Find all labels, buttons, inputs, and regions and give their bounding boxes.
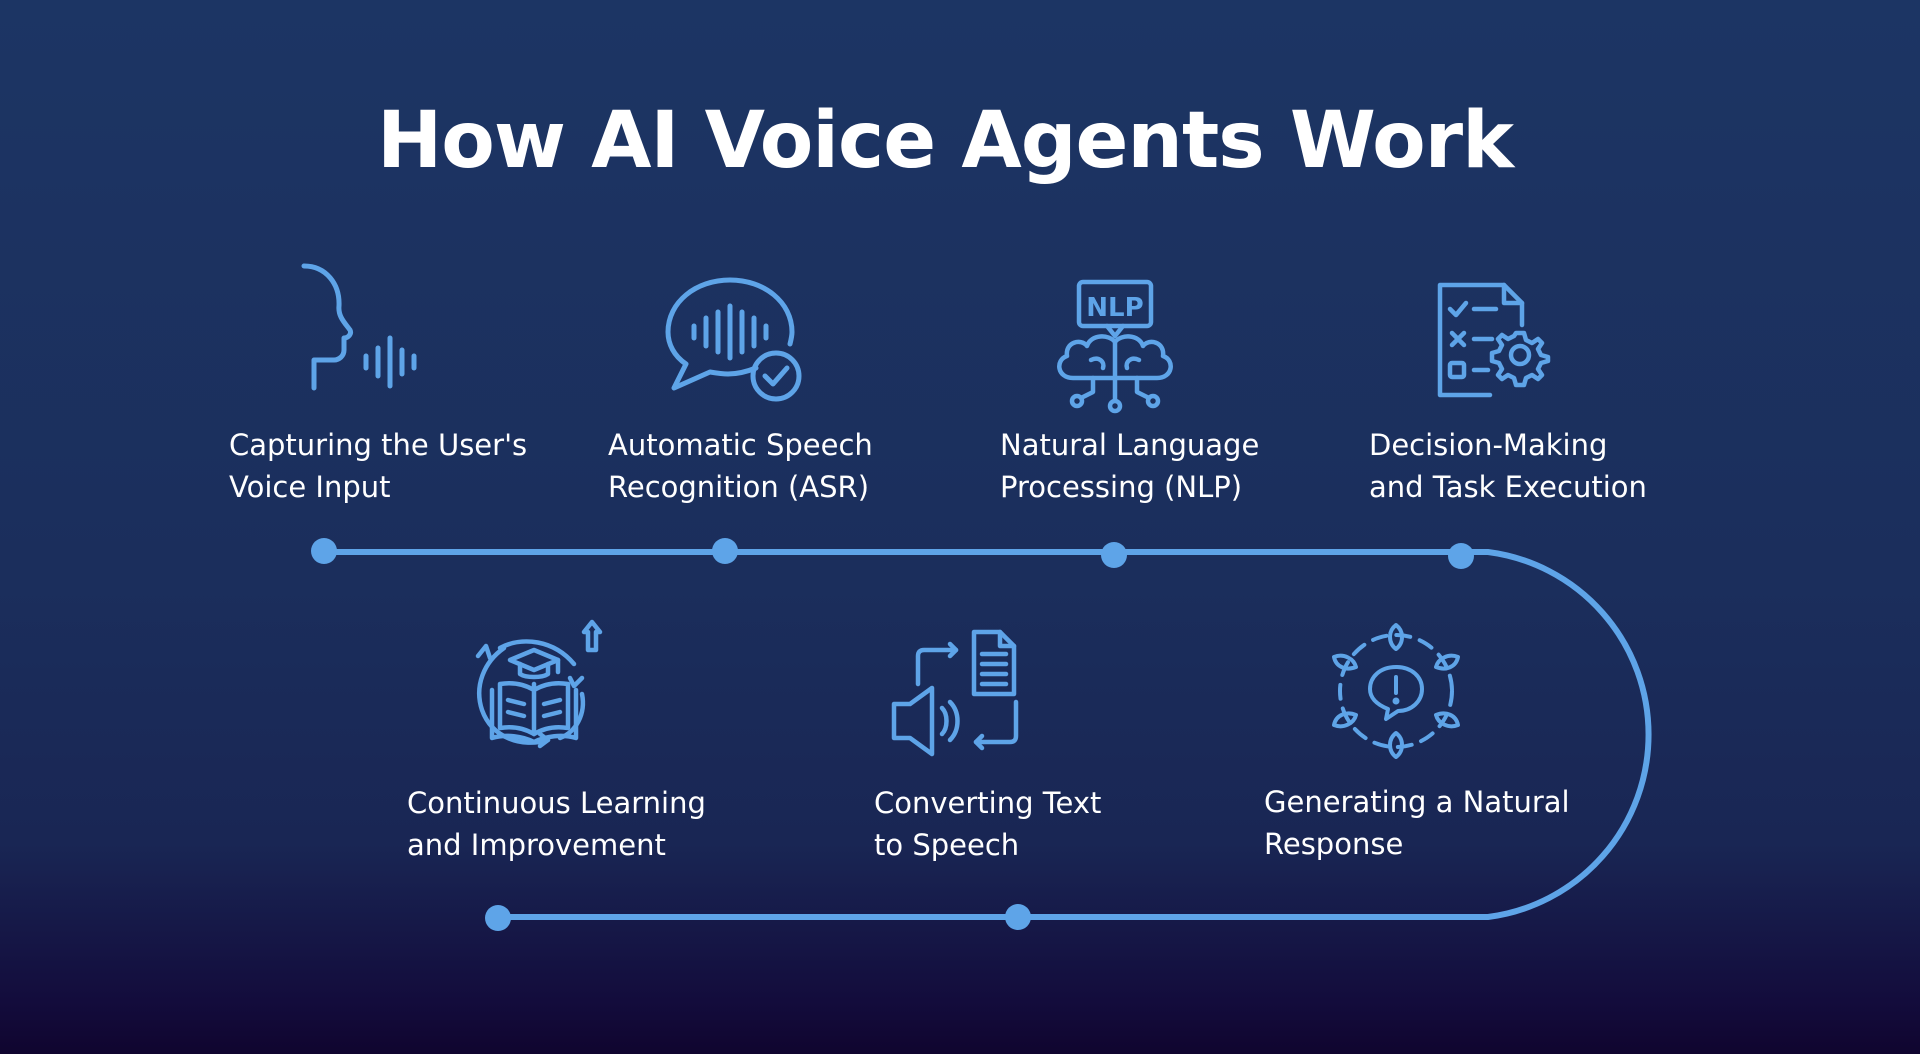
step-label-decision: Decision-Making and Task Execution	[1369, 424, 1647, 508]
step-label-line: Response	[1264, 827, 1404, 861]
step-label-line: and Task Execution	[1369, 470, 1647, 504]
speech-recognition-icon	[664, 268, 804, 408]
voice-head-icon	[290, 258, 430, 398]
step-label-response: Generating a Natural Response	[1264, 781, 1570, 865]
step-label-line: Voice Input	[229, 470, 391, 504]
step-dot-2	[712, 538, 738, 564]
step-dot-7	[485, 905, 511, 931]
step-label-line: Natural Language	[1000, 428, 1260, 462]
step-dot-6	[1005, 904, 1031, 930]
text-to-speech-icon	[888, 624, 1028, 764]
leaves-alert-icon	[1326, 621, 1466, 761]
page-title: How AI Voice Agents Work	[376, 96, 1514, 186]
step-label-tts: Converting Text to Speech	[874, 782, 1101, 866]
step-label-learning: Continuous Learning and Improvement	[407, 782, 706, 866]
learning-cycle-icon	[464, 614, 604, 754]
checklist-gear-icon	[1426, 275, 1566, 415]
step-dot-1	[311, 538, 337, 564]
step-label-line: Continuous Learning	[407, 786, 706, 820]
step-label-line: Automatic Speech	[608, 428, 873, 462]
step-label-line: and Improvement	[407, 828, 666, 862]
step-label-asr: Automatic Speech Recognition (ASR)	[608, 424, 873, 508]
step-label-line: Converting Text	[874, 786, 1102, 820]
step-label-line: Capturing the User's	[229, 428, 528, 462]
step-label-line: Generating a Natural	[1264, 785, 1570, 819]
step-dot-3	[1101, 542, 1127, 568]
step-label-line: to Speech	[874, 828, 1020, 862]
svg-text:NLP: NLP	[1086, 293, 1143, 323]
nlp-brain-icon: NLP	[1043, 276, 1183, 416]
step-label-nlp: Natural Language Processing (NLP)	[1000, 424, 1259, 508]
step-label-line: Decision-Making	[1369, 428, 1608, 462]
step-label-voice-input: Capturing the User's Voice Input	[229, 424, 527, 508]
process-line	[321, 549, 1652, 920]
step-label-line: Recognition (ASR)	[608, 470, 870, 504]
step-dot-4	[1448, 543, 1474, 569]
step-label-line: Processing (NLP)	[1000, 470, 1243, 504]
